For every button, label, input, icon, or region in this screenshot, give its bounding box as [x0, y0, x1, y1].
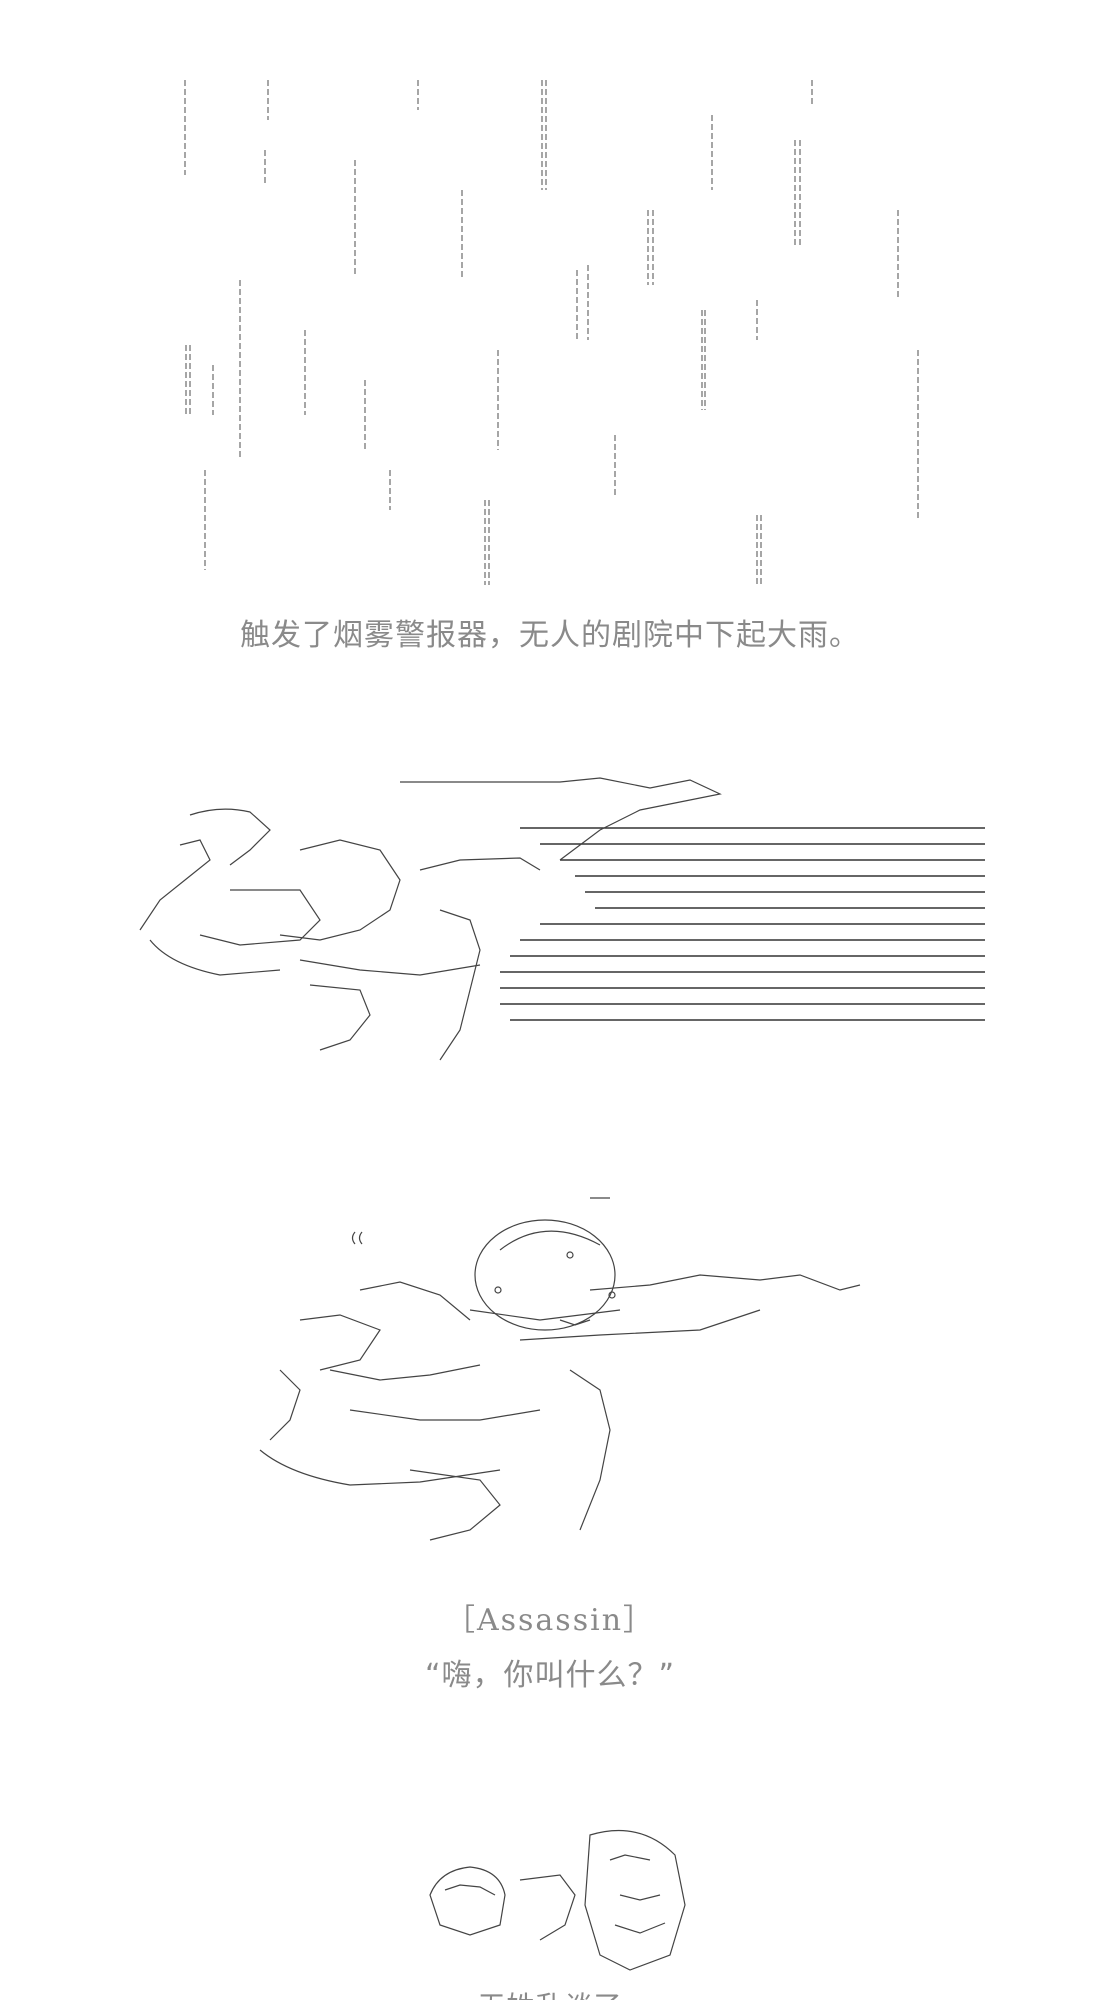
gun-panel [0, 770, 1100, 1070]
rain-art [184, 80, 919, 585]
rain-panel [0, 60, 1100, 600]
rain-caption: 触发了烟雾警报器，无人的剧院中下起大雨。 [240, 618, 860, 653]
assassin-figure-art [259, 1197, 861, 1541]
assassin-panel [0, 1190, 1100, 1580]
dialogue-line: “嗨，你叫什么？” [424, 1658, 676, 1693]
bottom-panel [0, 1815, 1100, 1995]
gun-figure-art [139, 777, 985, 1061]
bottom-partial-caption: 无姓乱谈了 [0, 1985, 1100, 2000]
speaker-label: ［Assassin］ [444, 1603, 656, 1638]
small-figures-art [429, 1829, 686, 1971]
